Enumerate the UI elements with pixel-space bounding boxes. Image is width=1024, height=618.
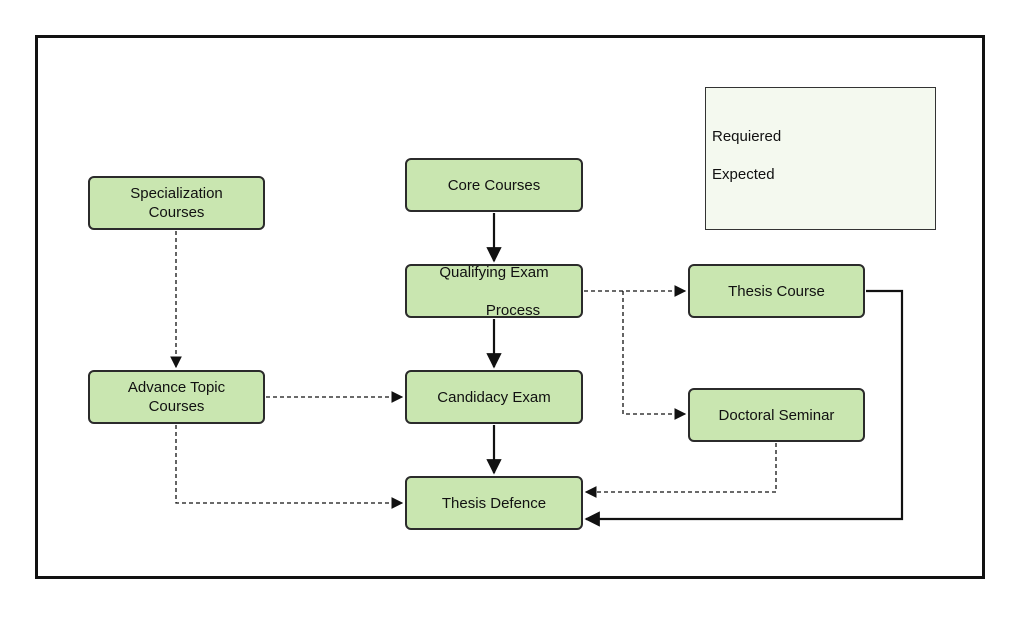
node-thesis-course: Thesis Course — [688, 264, 865, 318]
node-thesis-defence: Thesis Defence — [405, 476, 583, 530]
legend-required-label: Requiered — [712, 128, 782, 145]
node-advance-topic-courses: Advance Topic Courses — [88, 370, 265, 424]
legend-expected-label: Expected — [712, 166, 775, 183]
node-core-courses: Core Courses — [405, 158, 583, 212]
legend-box: Requiered Expected — [705, 87, 936, 230]
node-candidacy-exam: Candidacy Exam — [405, 370, 583, 424]
node-doctoral-seminar: Doctoral Seminar — [688, 388, 865, 442]
node-qualifying-line1: Qualifying Exam — [439, 263, 549, 281]
node-specialization-courses: Specialization Courses — [88, 176, 265, 230]
node-qualifying-exam-process: Qualifying Exam Process — [405, 263, 583, 319]
node-qualifying-line2: Process — [485, 301, 541, 319]
